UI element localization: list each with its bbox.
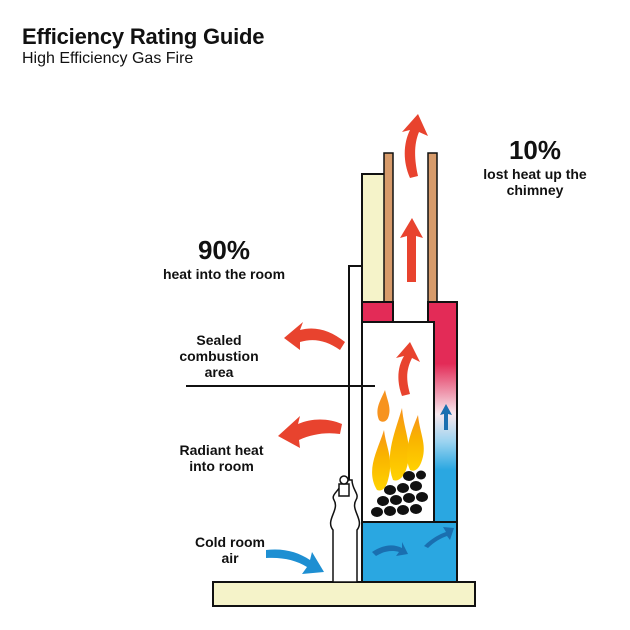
- coal-bed: [371, 470, 428, 517]
- flue-collar-left: [361, 301, 394, 323]
- cold-room-air-arrow: [266, 549, 324, 574]
- sealed-combustion-label: Sealed combustion area: [179, 332, 259, 381]
- chimney-loss-pct: 10%: [508, 135, 562, 165]
- mantel-ornament: [329, 475, 361, 583]
- diagram-subtitle: High Efficiency Gas Fire: [22, 50, 194, 67]
- up-arrow-top: [402, 114, 428, 178]
- room-heat-arrow: [284, 322, 345, 350]
- room-heat-text: heat into the room: [162, 265, 286, 282]
- diagram-title: Efficiency Rating Guide: [22, 24, 265, 49]
- flames: [372, 390, 424, 491]
- up-arrow-chimney: [400, 218, 423, 282]
- cold-air-arrows: [266, 549, 324, 574]
- up-arrow-firebox: [396, 342, 420, 396]
- radiant-heat-arrow: [278, 416, 342, 448]
- radiant-heat-label: Radiant heat into room: [179, 442, 264, 475]
- chimney-loss-label: 10% lost heat up the chimney: [470, 135, 600, 198]
- room-heat-label: 90% heat into the room: [134, 235, 314, 282]
- hot-air-arrows: [278, 114, 428, 448]
- chimney-breast: [361, 173, 386, 303]
- room-heat-pct: 90%: [197, 235, 251, 265]
- flue-pipe-left: [383, 152, 394, 304]
- chimney-loss-text: lost heat up the chimney: [483, 165, 587, 198]
- convection-arrows: [372, 404, 454, 556]
- flue-pipe-right: [427, 152, 438, 304]
- hearth-base: [212, 581, 476, 607]
- cold-room-air-label: Cold room air: [195, 534, 265, 567]
